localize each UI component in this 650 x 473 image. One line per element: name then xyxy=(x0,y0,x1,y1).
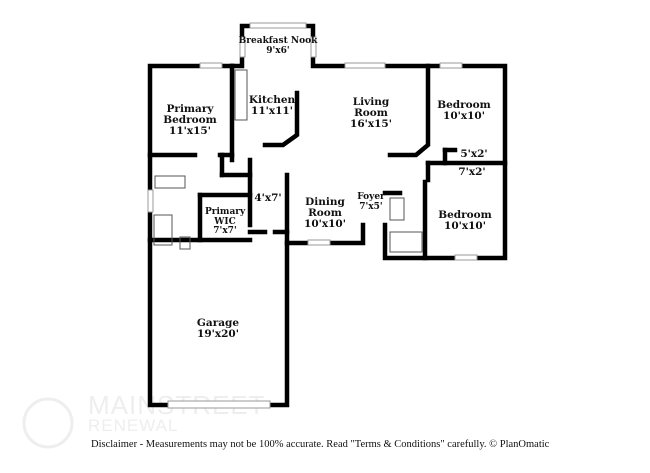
interior-walls xyxy=(147,63,508,261)
room-name: Bedroom xyxy=(438,209,492,221)
room-size: 9'x6' xyxy=(266,45,290,56)
closet-4x7: 4'x7' xyxy=(254,192,282,204)
room-name: Bedroom xyxy=(437,99,491,111)
closet-5x2: 5'x2' xyxy=(460,148,488,160)
room-name: Dining Room xyxy=(305,196,345,219)
room-name: Kitchen xyxy=(248,94,296,106)
room-size: 10'x10' xyxy=(444,220,486,232)
room-name: Primary Bedroom xyxy=(163,103,217,126)
room-name: Living Room xyxy=(352,96,390,119)
room-name: Garage xyxy=(196,317,240,329)
closet-7x2: 7'x2' xyxy=(458,166,486,178)
fixtures xyxy=(153,69,423,253)
room-size: 19'x20' xyxy=(197,328,239,340)
disclaimer: Disclaimer - Measurements may not be 100… xyxy=(91,439,550,450)
watermark-circle-icon xyxy=(22,397,74,449)
room-size: 16'x15' xyxy=(350,118,392,130)
room-size: 7'x7' xyxy=(213,226,237,236)
room-name: Foyer xyxy=(357,192,385,202)
room-size: 10'x10' xyxy=(443,110,485,122)
watermark-line2: RENEWAL xyxy=(88,416,179,435)
room-size: 11'x11' xyxy=(251,105,293,117)
room-size: 11'x15' xyxy=(169,125,211,137)
windows xyxy=(147,22,478,409)
room-name: Primary WIC xyxy=(205,207,246,227)
room-size: 10'x10' xyxy=(304,218,346,230)
room-size: 7'x5' xyxy=(359,201,383,212)
room-name: Breakfast Nook xyxy=(238,36,318,46)
